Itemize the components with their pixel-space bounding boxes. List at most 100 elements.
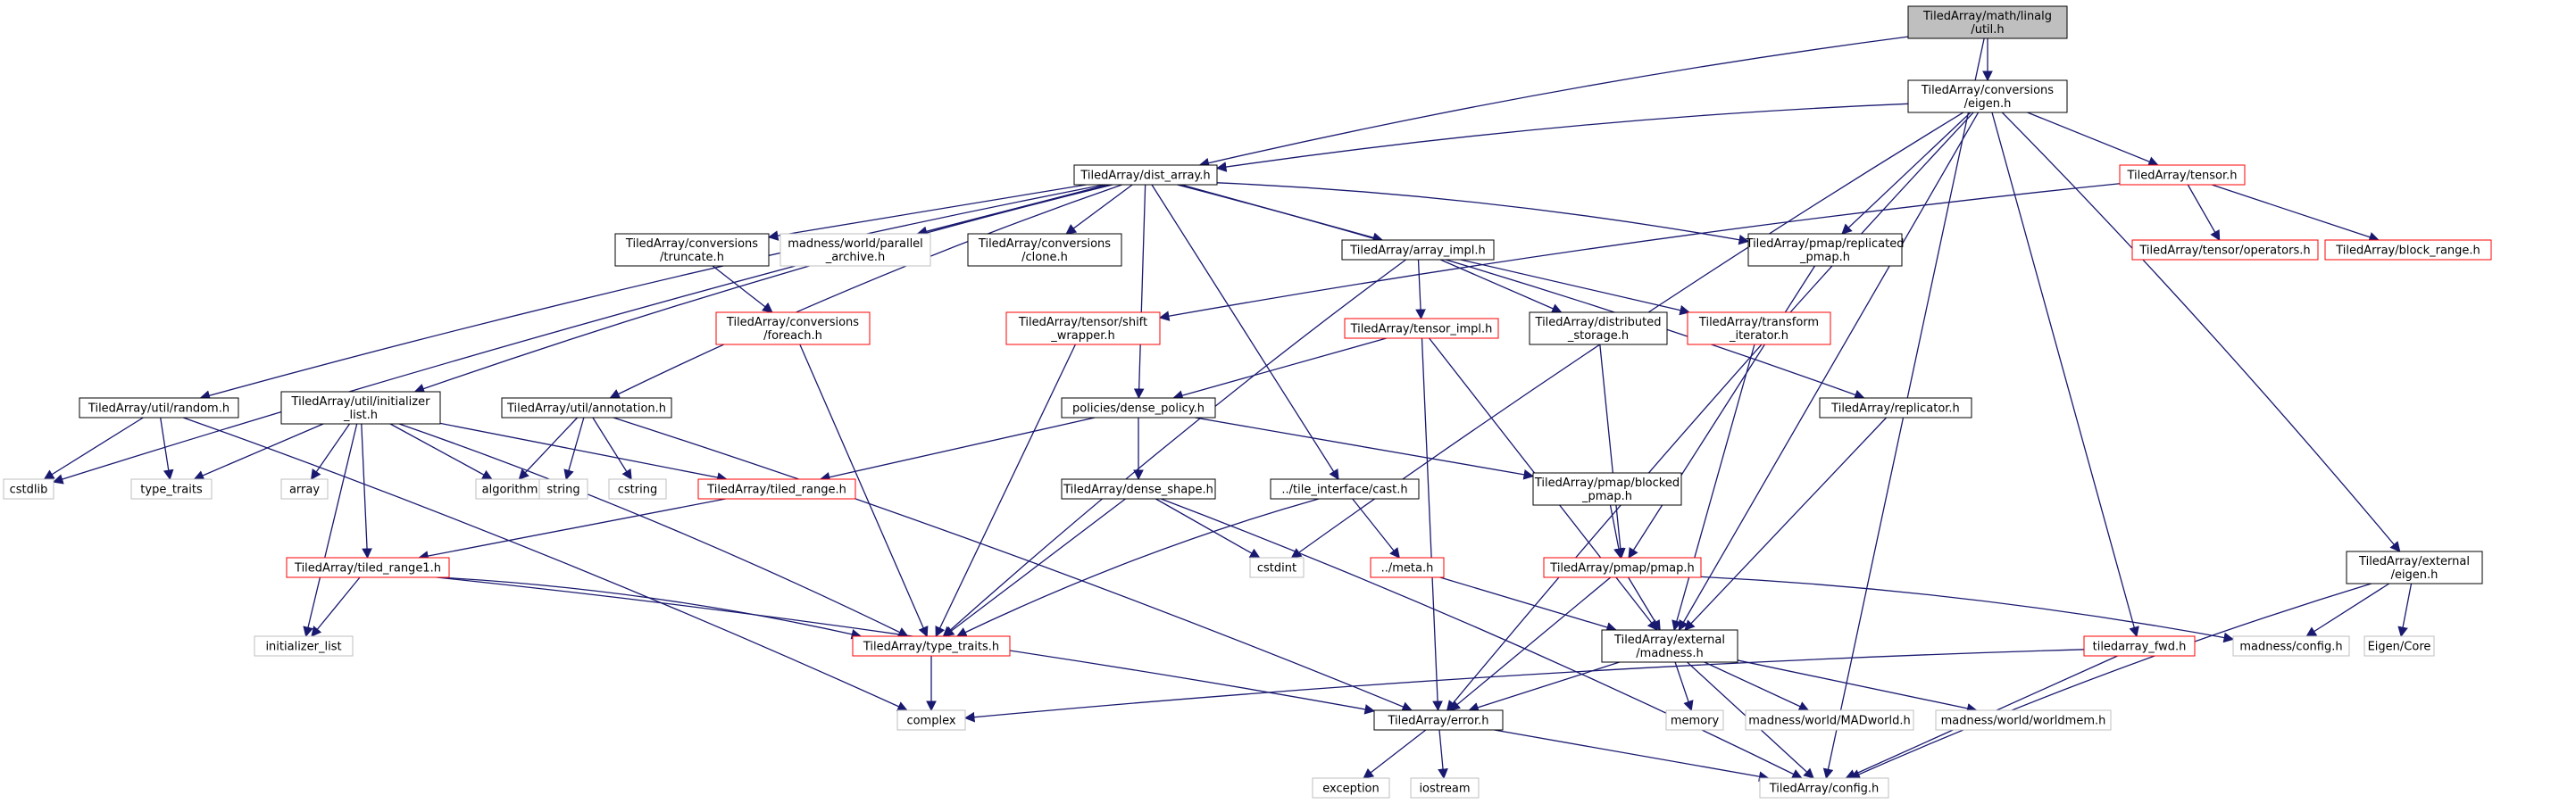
node-pmap_replicated[interactable]: TiledArray/pmap/replicated_pmap.h [1746, 233, 1905, 267]
node-tensor_ops[interactable]: TiledArray/tensor/operators.h [2131, 239, 2319, 261]
graph-edges [43, 36, 2413, 782]
node-dist_storage[interactable]: TiledArray/distributed_storage.h [1529, 311, 1668, 345]
edge-array_impl-to-transform_iter [1460, 259, 1691, 316]
edge-tiled_range1-to-init_list_std [311, 576, 361, 637]
node-memory: memory [1665, 709, 1724, 731]
node-label-ext_madness-1: /madness.h [1636, 647, 1703, 660]
node-box-dist_array [1073, 164, 1218, 186]
node-box-ext_eigen [2346, 551, 2483, 584]
node-meta[interactable]: ../meta.h [1370, 557, 1445, 578]
edge-tensor-to-block_range [2211, 184, 2380, 243]
node-label-cstdint-0: cstdint [1257, 562, 1296, 576]
edge-util_annot-to-algorithm [518, 417, 579, 480]
node-label-iostream-0: iostream [1419, 783, 1470, 796]
node-label-block_range-0: TiledArray/block_range.h [2335, 245, 2480, 258]
edge-ext_eigen-to-ta_config [1849, 583, 2372, 780]
node-tiled_range1[interactable]: TiledArray/tiled_range1.h [286, 557, 450, 578]
node-error[interactable]: TiledArray/error.h [1373, 709, 1504, 731]
node-block_range[interactable]: TiledArray/block_range.h [2324, 239, 2492, 261]
node-cstdint: cstdint [1249, 557, 1305, 578]
node-init_list_std: initializer_list [254, 635, 354, 657]
edge-dist_storage-to-pmap [1599, 344, 1626, 559]
node-label-algorithm-0: algorithm [482, 484, 538, 497]
edge-util_init-to-tiled_range1 [361, 423, 372, 559]
edge-dist_array-to-util_annot [609, 184, 1122, 399]
node-conv_truncate[interactable]: TiledArray/conversions/truncate.h [614, 233, 770, 267]
node-label-array-0: array [289, 484, 320, 497]
node-label-conv_truncate-0: TiledArray/conversions [625, 237, 758, 251]
node-label-conv_foreach-1: /foreach.h [763, 329, 822, 343]
node-label-tensor-0: TiledArray/tensor.h [2127, 170, 2238, 183]
node-cstring: cstring [608, 478, 667, 500]
node-util[interactable]: TiledArray/math/linalg/util.h [1907, 5, 2068, 39]
node-label-util_init-0: TiledArray/util/initializer [291, 395, 431, 409]
node-util_init[interactable]: TiledArray/util/initializer_list.h [280, 391, 441, 425]
node-box-pmap [1543, 557, 1702, 578]
edge-util_init-to-algorithm [389, 423, 493, 480]
node-label-memory-0: memory [1671, 715, 1720, 728]
node-ta_type_traits[interactable]: TiledArray/type_traits.h [852, 635, 1011, 657]
node-ext_eigen[interactable]: TiledArray/external/eigen.h [2346, 551, 2483, 584]
node-tensor_impl[interactable]: TiledArray/tensor_impl.h [1344, 318, 1499, 339]
node-box-memory [1665, 709, 1724, 731]
node-label-util_random-0: TiledArray/util/random.h [88, 402, 229, 416]
node-array_impl[interactable]: TiledArray/array_impl.h [1341, 239, 1495, 261]
node-label-ext_eigen-1: /eigen.h [2391, 568, 2438, 582]
node-tile_cast[interactable]: ../tile_interface/cast.h [1270, 478, 1420, 500]
node-box-tiled_range1 [286, 557, 450, 578]
node-eigen[interactable]: TiledArray/conversions/eigen.h [1907, 79, 2068, 113]
node-pmap[interactable]: TiledArray/pmap/pmap.h [1543, 557, 1702, 578]
node-dense_shape[interactable]: TiledArray/dense_shape.h [1061, 478, 1216, 500]
node-replicator[interactable]: TiledArray/replicator.h [1819, 397, 1972, 419]
node-label-cstring-0: cstring [618, 484, 657, 497]
node-box-pmap_replicated [1747, 233, 1903, 267]
node-box-tensor_impl [1344, 318, 1499, 339]
edge-eigen-to-pmap_replicated [1841, 112, 1972, 235]
edge-util_annot-to-cstring [592, 417, 632, 480]
node-label-conv_clone-0: TiledArray/conversions [978, 237, 1111, 251]
node-transform_iter[interactable]: TiledArray/transform_iterator.h [1687, 311, 1831, 345]
node-label-tiled_range-0: TiledArray/tiled_range.h [706, 484, 846, 497]
node-dist_array[interactable]: TiledArray/dist_array.h [1073, 164, 1218, 186]
node-cstdlib: cstdlib [3, 478, 54, 500]
edge-ext_madness-to-worldmem [1737, 659, 1978, 714]
node-conv_foreach[interactable]: TiledArray/conversions/foreach.h [715, 311, 871, 345]
node-label-meta-0: ../meta.h [1381, 562, 1434, 576]
node-ext_madness[interactable]: TiledArray/external/madness.h [1601, 629, 1738, 663]
node-box-string [538, 478, 588, 500]
node-tiled_range[interactable]: TiledArray/tiled_range.h [697, 478, 856, 500]
node-box-complex [896, 709, 966, 731]
node-label-pmap_blocked-1: _pmap.h [1581, 490, 1632, 503]
edge-eigen-to-ext_madness [1678, 112, 1980, 632]
node-box-array [280, 478, 329, 500]
edge-tiled_range1-to-error [437, 576, 1376, 715]
edge-dist_array-to-replicator [1177, 184, 1865, 400]
edge-dist_array-to-tile_cast [1151, 184, 1339, 480]
node-label-worldmem-0: madness/world/worldmem.h [1941, 715, 2106, 728]
node-pmap_blocked[interactable]: TiledArray/pmap/blocked_pmap.h [1532, 472, 1682, 506]
edge-error-to-iostream [1438, 729, 1448, 780]
node-dense_policy[interactable]: policies/dense_policy.h [1061, 397, 1216, 419]
node-fwd[interactable]: tiledarray_fwd.h [2083, 635, 2196, 657]
edge-util_init-to-array [310, 423, 351, 480]
node-tensor_shift[interactable]: TiledArray/tensor/shift_wrapper.h [1005, 311, 1161, 345]
edge-fwd-to-complex [963, 649, 2085, 723]
edge-dist_array-to-cstdlib [52, 184, 1112, 485]
edge-util_random-to-complex [182, 417, 908, 711]
edge-dense_shape-to-ta_type_traits [943, 498, 1126, 637]
edge-eigen-to-fwd [1991, 112, 2139, 638]
node-util_annot[interactable]: TiledArray/util/annotation.h [501, 397, 672, 419]
node-parallel_archive: madness/world/parallel_archive.h [779, 233, 931, 267]
node-box-dense_shape [1061, 478, 1216, 500]
node-label-tensor_shift-0: TiledArray/tensor/shift [1018, 316, 1147, 329]
edge-tensor-to-tensor_shift [1158, 183, 2121, 321]
edge-array_impl-to-dist_storage [1439, 259, 1563, 314]
node-conv_clone[interactable]: TiledArray/conversions/clone.h [967, 233, 1122, 267]
edge-tensor_impl-to-dense_policy [1172, 337, 1387, 401]
edge-dense_shape-to-cstdint [1155, 498, 1261, 559]
edge-dist_array-to-conv_truncate [767, 184, 1087, 241]
node-box-block_range [2324, 239, 2492, 261]
node-tensor[interactable]: TiledArray/tensor.h [2119, 164, 2246, 186]
node-util_random[interactable]: TiledArray/util/random.h [79, 397, 239, 419]
